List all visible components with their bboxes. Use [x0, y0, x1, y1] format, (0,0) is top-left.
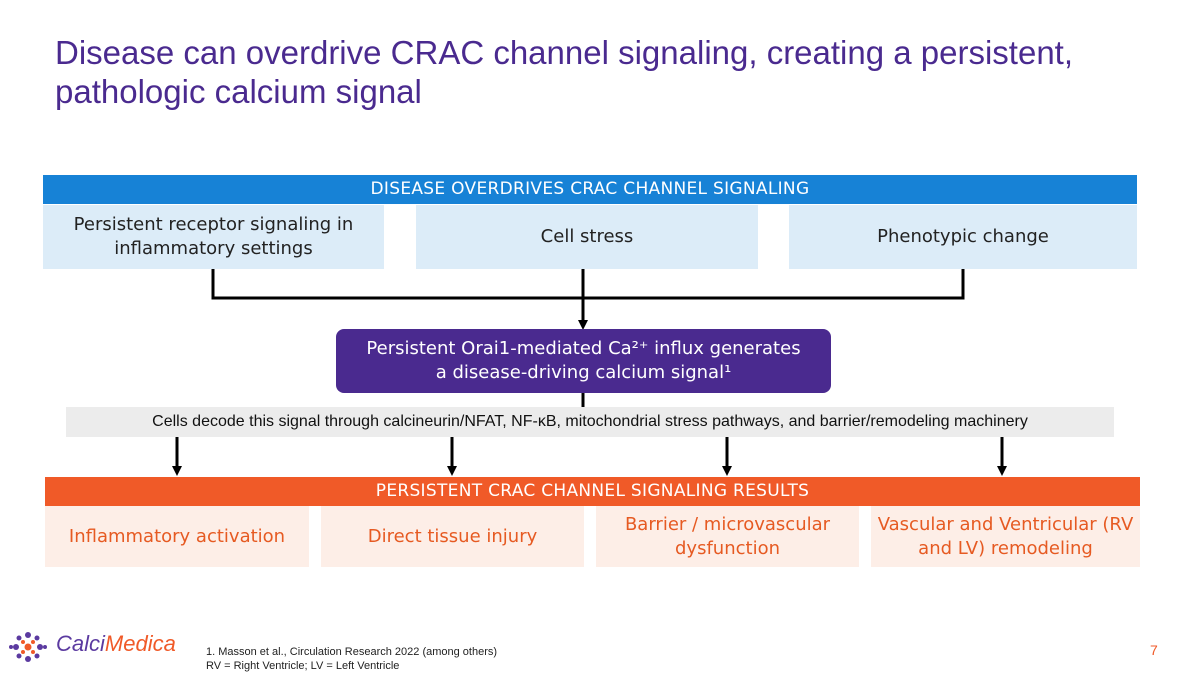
cause-box-cell-stress: Cell stress: [416, 205, 758, 269]
footnote-abbreviations: RV = Right Ventricle; LV = Left Ventricl…: [206, 660, 400, 672]
calcium-signal-line1: Persistent Orai1-mediated Ca²⁺ influx ge…: [366, 338, 801, 359]
result-label: Inflammatory activation: [68, 525, 286, 547]
footnote-reference: 1. Masson et al., Circulation Research 2…: [206, 646, 498, 658]
logo-text-calci: Calci: [56, 631, 105, 656]
result-label: Direct tissue injury: [367, 525, 538, 547]
results-banner: PERSISTENT CRAC CHANNEL SIGNALING RESULT…: [45, 477, 1140, 506]
page-title: Disease can overdrive CRAC channel signa…: [55, 34, 1074, 110]
footnotes: 1. Masson et al., Circulation Research 2…: [206, 645, 497, 673]
result-box-barrier: Barrier / microvascular dysfunction: [596, 506, 859, 567]
calcimedica-logo-icon: [9, 632, 47, 662]
result-label: Vascular and Ventricular (RV and LV) rem…: [877, 513, 1134, 559]
calcium-signal-box: Persistent Orai1-mediated Ca²⁺ influx ge…: [336, 329, 831, 393]
page-number: 7: [1150, 642, 1158, 658]
cause-label: Persistent receptor signaling in inflamm…: [73, 214, 354, 259]
cause-box-phenotypic-change: Phenotypic change: [789, 205, 1137, 269]
merge-connector: [211, 269, 965, 300]
disease-banner: DISEASE OVERDRIVES CRAC CHANNEL SIGNALIN…: [43, 175, 1137, 204]
result-label: Barrier / microvascular dysfunction: [624, 513, 831, 559]
cause-label: Cell stress: [540, 226, 634, 247]
calcium-signal-line2: a disease-driving calcium signal¹: [435, 362, 732, 383]
cause-box-receptor-signaling: Persistent receptor signaling in inflamm…: [43, 205, 384, 269]
calcimedica-logo-text: CalciMedica: [56, 631, 176, 657]
decode-pathways-text: Cells decode this signal through calcine…: [66, 407, 1114, 437]
result-box-inflammatory: Inflammatory activation: [45, 506, 309, 567]
result-box-tissue-injury: Direct tissue injury: [321, 506, 584, 567]
cause-label: Phenotypic change: [877, 226, 1049, 247]
result-box-remodeling: Vascular and Ventricular (RV and LV) rem…: [871, 506, 1140, 567]
logo-text-medica: Medica: [104, 631, 176, 656]
